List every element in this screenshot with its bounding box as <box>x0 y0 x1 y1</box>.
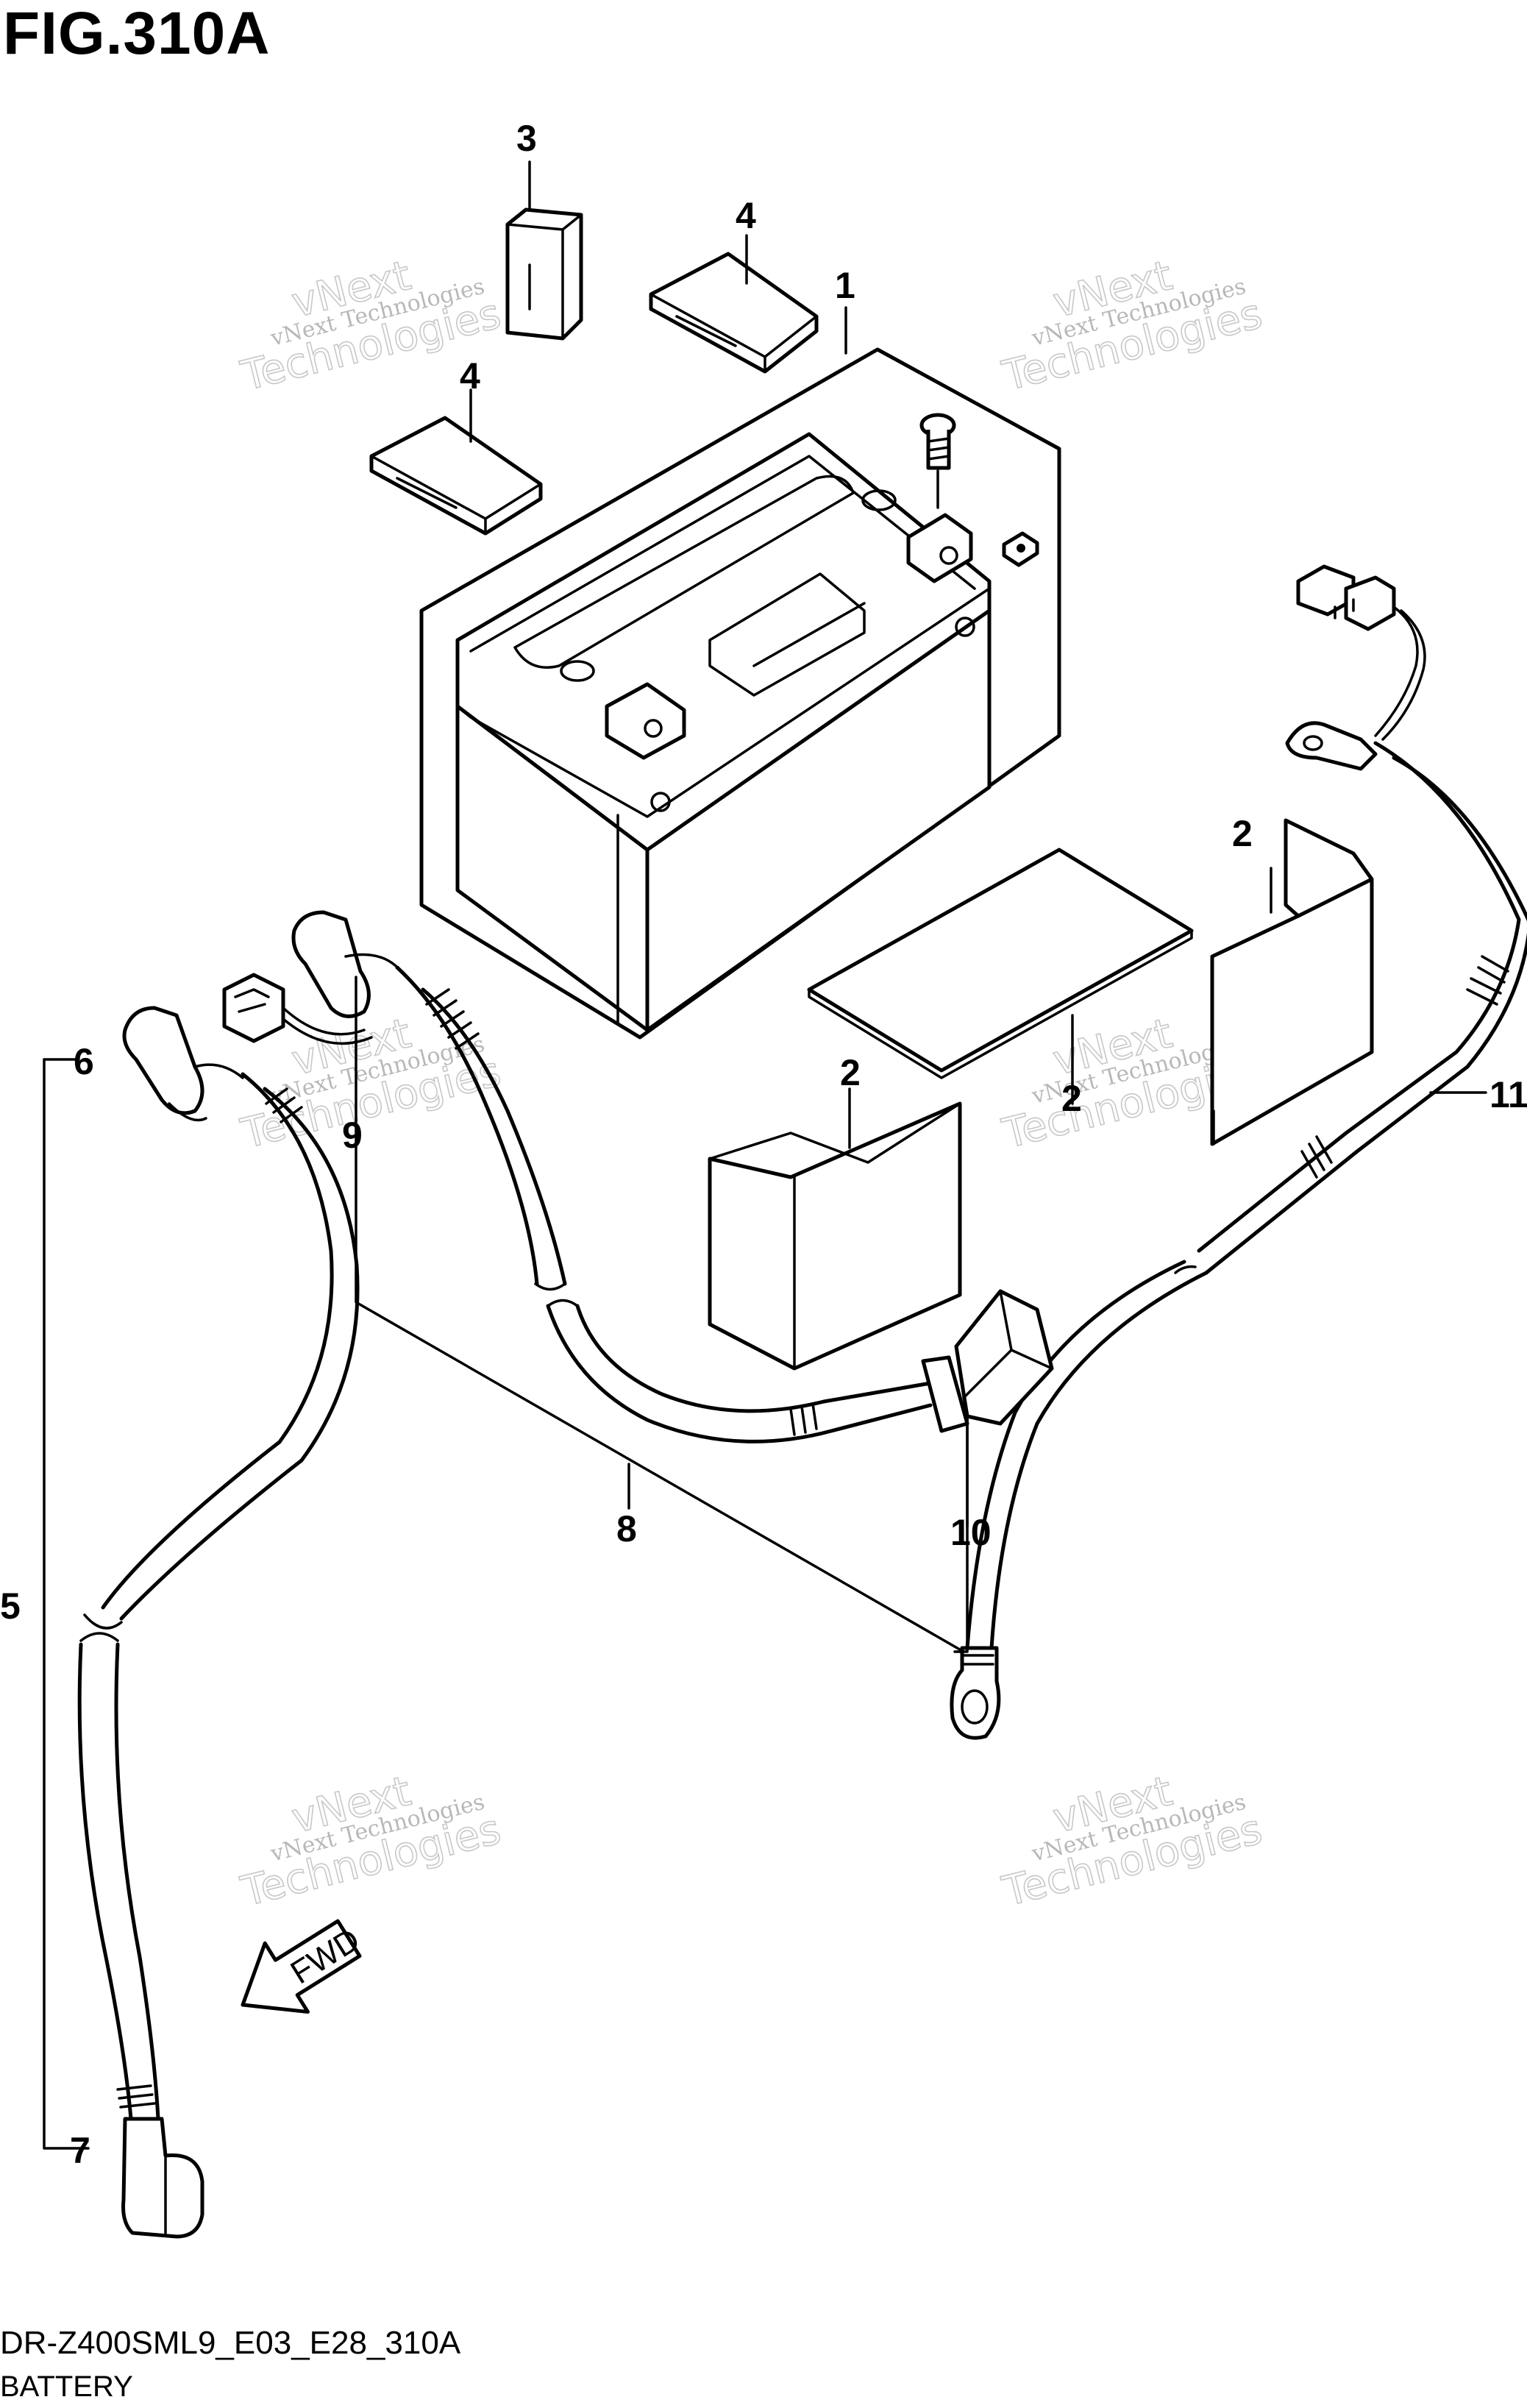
callout-2-flat: 2 <box>1061 1078 1082 1119</box>
watermark-bottom-right: vNext Technologies vNext Technologies <box>997 1766 1267 1917</box>
callout-8: 8 <box>616 1508 637 1549</box>
battery-sheet-part-2-middle[interactable] <box>708 1087 962 1371</box>
battery-assembly[interactable] <box>419 306 1061 1040</box>
callout-2-right: 2 <box>1232 813 1253 854</box>
callout-2-middle: 2 <box>840 1052 861 1093</box>
terminal-bolt-icon <box>919 413 956 509</box>
battery-sheet-part-2-flat[interactable] <box>807 848 1194 1105</box>
group-name-label: BATTERY <box>0 2370 133 2403</box>
callout-4-upper: 4 <box>736 195 756 236</box>
callout-3: 3 <box>516 118 537 159</box>
battery-top-slot <box>513 475 855 669</box>
callout-9: 9 <box>342 1115 363 1156</box>
callout-6: 6 <box>74 1041 94 1082</box>
figure-title: FIG.310A <box>3 0 271 67</box>
callout-7: 7 <box>70 2130 90 2171</box>
battery-vent-icon <box>560 660 595 682</box>
battery-cable-part-5[interactable] <box>43 1006 360 2239</box>
callout-1: 1 <box>835 265 855 306</box>
battery-sheet-part-2-right[interactable] <box>1210 818 1374 1146</box>
callout-numbers: 1 2 2 2 3 4 4 5 6 7 8 9 10 11 <box>0 118 1527 2171</box>
battery-terminal-negative <box>605 682 686 760</box>
battery-cushion-part-3[interactable] <box>505 160 583 341</box>
battery-pad-part-4-lower[interactable] <box>369 388 543 536</box>
callout-10: 10 <box>950 1512 992 1553</box>
battery-vent-icon <box>861 489 897 511</box>
battery-pad-part-4-upper[interactable] <box>649 234 819 374</box>
callout-11: 11 <box>1489 1074 1527 1115</box>
battery-cable-part-8[interactable] <box>222 910 1054 1653</box>
watermark-bottom-left: vNext Technologies vNext Technologies <box>236 1766 506 1917</box>
battery-terminal-positive <box>906 513 973 583</box>
callout-4-lower: 4 <box>460 355 480 397</box>
battery-callout-frame <box>419 347 1061 1040</box>
watermark-top-right: vNext Technologies vNext Technologies <box>997 251 1267 401</box>
model-code-label: DR-Z400SML9_E03_E28_310A <box>0 2325 461 2361</box>
callout-5: 5 <box>0 1585 21 1627</box>
forward-direction-arrow: FWD <box>241 1919 366 2014</box>
battery-cable-part-11[interactable] <box>950 564 1527 1740</box>
